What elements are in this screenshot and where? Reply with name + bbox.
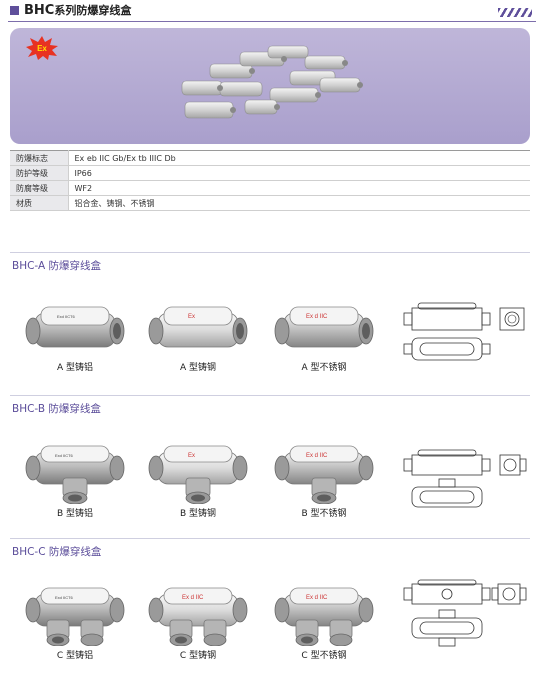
svg-text:Ex: Ex xyxy=(37,44,47,53)
product-caption: C 型不锈钢 xyxy=(301,651,347,661)
spec-value: 铝合金、铸钢、不锈钢 xyxy=(68,195,530,211)
svg-text:Ex d IIC: Ex d IIC xyxy=(182,595,204,601)
section-divider xyxy=(10,252,530,253)
header-stripes-decoration xyxy=(498,8,532,17)
product-banner: Ex xyxy=(10,28,530,144)
spec-row: 材质铝合金、铸钢、不锈钢 xyxy=(10,195,530,211)
product-caption: C 型铸铝 xyxy=(56,651,94,661)
product-image-a-cast-steel: Ex xyxy=(148,306,248,348)
spec-value: Ex eb IIC Gb/Ex tb IIIC Db xyxy=(68,150,530,166)
product-caption: A 型铸钢 xyxy=(179,363,217,373)
svg-text:Ex: Ex xyxy=(188,453,195,459)
product-image-c-stainless: Ex d IIC xyxy=(274,587,374,646)
product-image-c-cast-steel: Ex d IIC xyxy=(148,587,248,646)
page-header: BHC系列防爆穿线盒 xyxy=(8,2,536,22)
technical-drawing-c xyxy=(403,579,527,647)
product-caption: A 型铸铝 xyxy=(56,363,94,373)
product-image-a-stainless: Ex d IIC xyxy=(274,306,374,348)
product-caption: C 型铸钢 xyxy=(179,651,217,661)
product-image-b-stainless: Ex d IIC xyxy=(274,445,374,504)
product-caption: A 型不锈钢 xyxy=(301,363,347,373)
spec-key: 防爆标志 xyxy=(10,150,69,166)
product-image-c-aluminum: Exd IICT6 xyxy=(25,587,125,646)
svg-text:Ex d IIC: Ex d IIC xyxy=(306,595,328,601)
spec-key: 防护等级 xyxy=(10,165,69,181)
spec-value: IP66 xyxy=(68,165,530,181)
spec-value: WF2 xyxy=(68,180,530,196)
product-image-a-aluminum: Exd IICT6 xyxy=(25,306,125,348)
svg-text:Exd IICT6: Exd IICT6 xyxy=(55,595,74,600)
product-caption: B 型铸钢 xyxy=(179,509,217,519)
header-square-icon xyxy=(10,6,19,15)
spec-key: 防腐等级 xyxy=(10,180,69,196)
spec-key: 材质 xyxy=(10,195,69,211)
section-title: BHC-C 防爆穿线盒 xyxy=(12,546,102,558)
technical-drawing-a xyxy=(403,302,525,361)
product-image-b-cast-steel: Ex xyxy=(148,445,248,504)
svg-text:Ex d IIC: Ex d IIC xyxy=(306,453,328,459)
svg-text:Exd IICT6: Exd IICT6 xyxy=(57,314,76,319)
product-caption: B 型铸铝 xyxy=(56,509,94,519)
svg-text:Ex d IIC: Ex d IIC xyxy=(306,314,328,320)
banner-product-group-image xyxy=(181,45,363,119)
page-title: BHC系列防爆穿线盒 xyxy=(24,3,132,18)
product-caption: B 型不锈钢 xyxy=(301,509,347,519)
product-image-b-aluminum: Exd IICT6 xyxy=(25,445,125,504)
section-divider xyxy=(10,538,530,539)
ex-badge-icon: Ex xyxy=(26,36,58,60)
section-title: BHC-A 防爆穿线盒 xyxy=(12,260,102,272)
svg-text:Exd IICT6: Exd IICT6 xyxy=(55,453,74,458)
section-divider xyxy=(10,395,530,396)
svg-text:Ex: Ex xyxy=(188,314,195,320)
section-title: BHC-B 防爆穿线盒 xyxy=(12,403,101,415)
technical-drawing-b xyxy=(403,449,527,508)
